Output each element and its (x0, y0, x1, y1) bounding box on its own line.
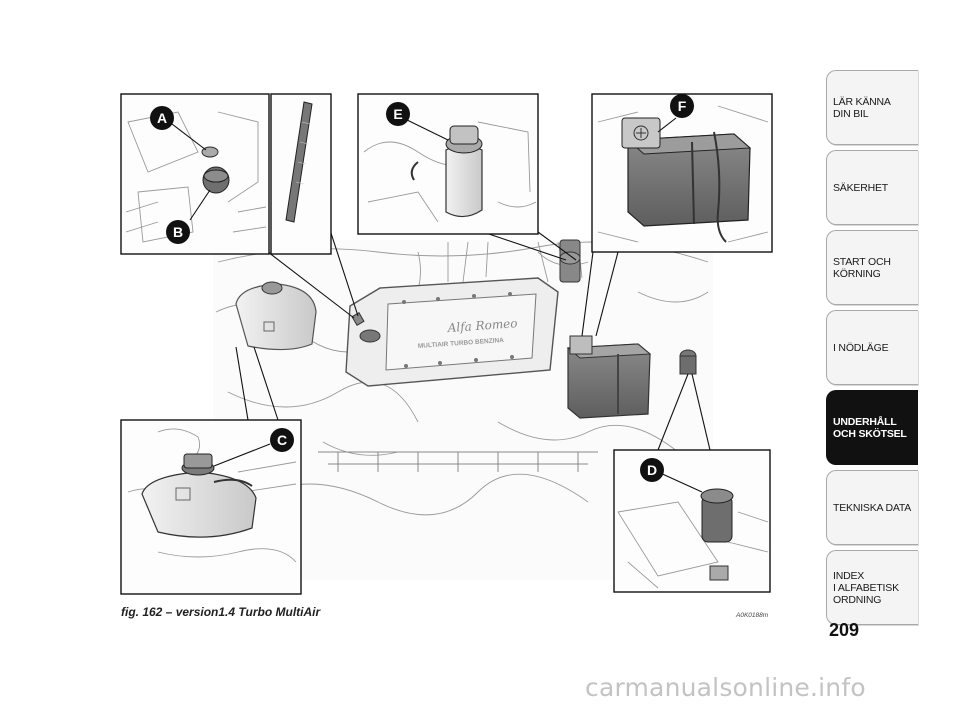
inset-c (120, 419, 302, 595)
engine-bay-illustration: Alfa Romeo MULTIAIR TURBO BENZINA (120, 93, 773, 595)
tab-start-och-korning[interactable]: START OCH KÖRNING (826, 230, 918, 305)
callout-d: D (640, 458, 664, 482)
figure-caption: fig. 162 – version1.4 Turbo MultiAir (121, 605, 321, 619)
svg-text:B: B (173, 224, 183, 240)
svg-text:D: D (647, 462, 657, 478)
engine-cover: Alfa Romeo MULTIAIR TURBO BENZINA (345, 277, 559, 387)
tab-underhall-och-skotsel[interactable]: UNDERHÅLL OCH SKÖTSEL (826, 390, 918, 465)
callout-f: F (670, 94, 694, 118)
tab-i-nodlage[interactable]: I NÖDLÄGE (826, 310, 918, 385)
callout-a: A (150, 106, 174, 130)
svg-text:C: C (277, 432, 287, 448)
tab-label: INDEX I ALFABETISK ORDNING (833, 569, 899, 606)
tab-index[interactable]: INDEX I ALFABETISK ORDNING (826, 550, 918, 625)
tab-label: LÄR KÄNNA DIN BIL (833, 95, 891, 120)
tab-tekniska-data[interactable]: TEKNISKA DATA (826, 470, 918, 545)
inset-f (591, 93, 773, 253)
tab-label: I NÖDLÄGE (833, 341, 889, 354)
svg-text:E: E (393, 106, 402, 122)
svg-text:F: F (678, 98, 687, 114)
tab-lar-kanna-din-bil[interactable]: LÄR KÄNNA DIN BIL (826, 70, 918, 145)
tab-label: UNDERHÅLL OCH SKÖTSEL (833, 415, 907, 440)
inset-a-b (120, 93, 270, 255)
page-number: 209 (829, 620, 860, 640)
callout-b: B (166, 220, 190, 244)
coolant-reservoir (235, 281, 317, 351)
tab-label: START OCH KÖRNING (833, 255, 891, 280)
inset-d (613, 449, 771, 593)
inset-e (357, 93, 539, 235)
tab-sakerhet[interactable]: SÄKERHET (826, 150, 918, 225)
callout-e: E (386, 102, 410, 126)
tab-label: TEKNISKA DATA (833, 501, 912, 514)
engine-cover-brand: Alfa Romeo (446, 316, 518, 335)
watermark[interactable]: carmanualsonline.info (585, 673, 866, 702)
leader-lines (235, 229, 711, 451)
callout-c: C (270, 428, 294, 452)
chapter-tabs: LÄR KÄNNA DIN BIL SÄKERHET START OCH KÖR… (826, 70, 918, 630)
figure-code: A0K0188m (736, 612, 769, 619)
inset-dipstick (270, 93, 332, 255)
tab-label: SÄKERHET (833, 181, 888, 194)
svg-text:A: A (157, 110, 167, 126)
battery (566, 335, 652, 419)
